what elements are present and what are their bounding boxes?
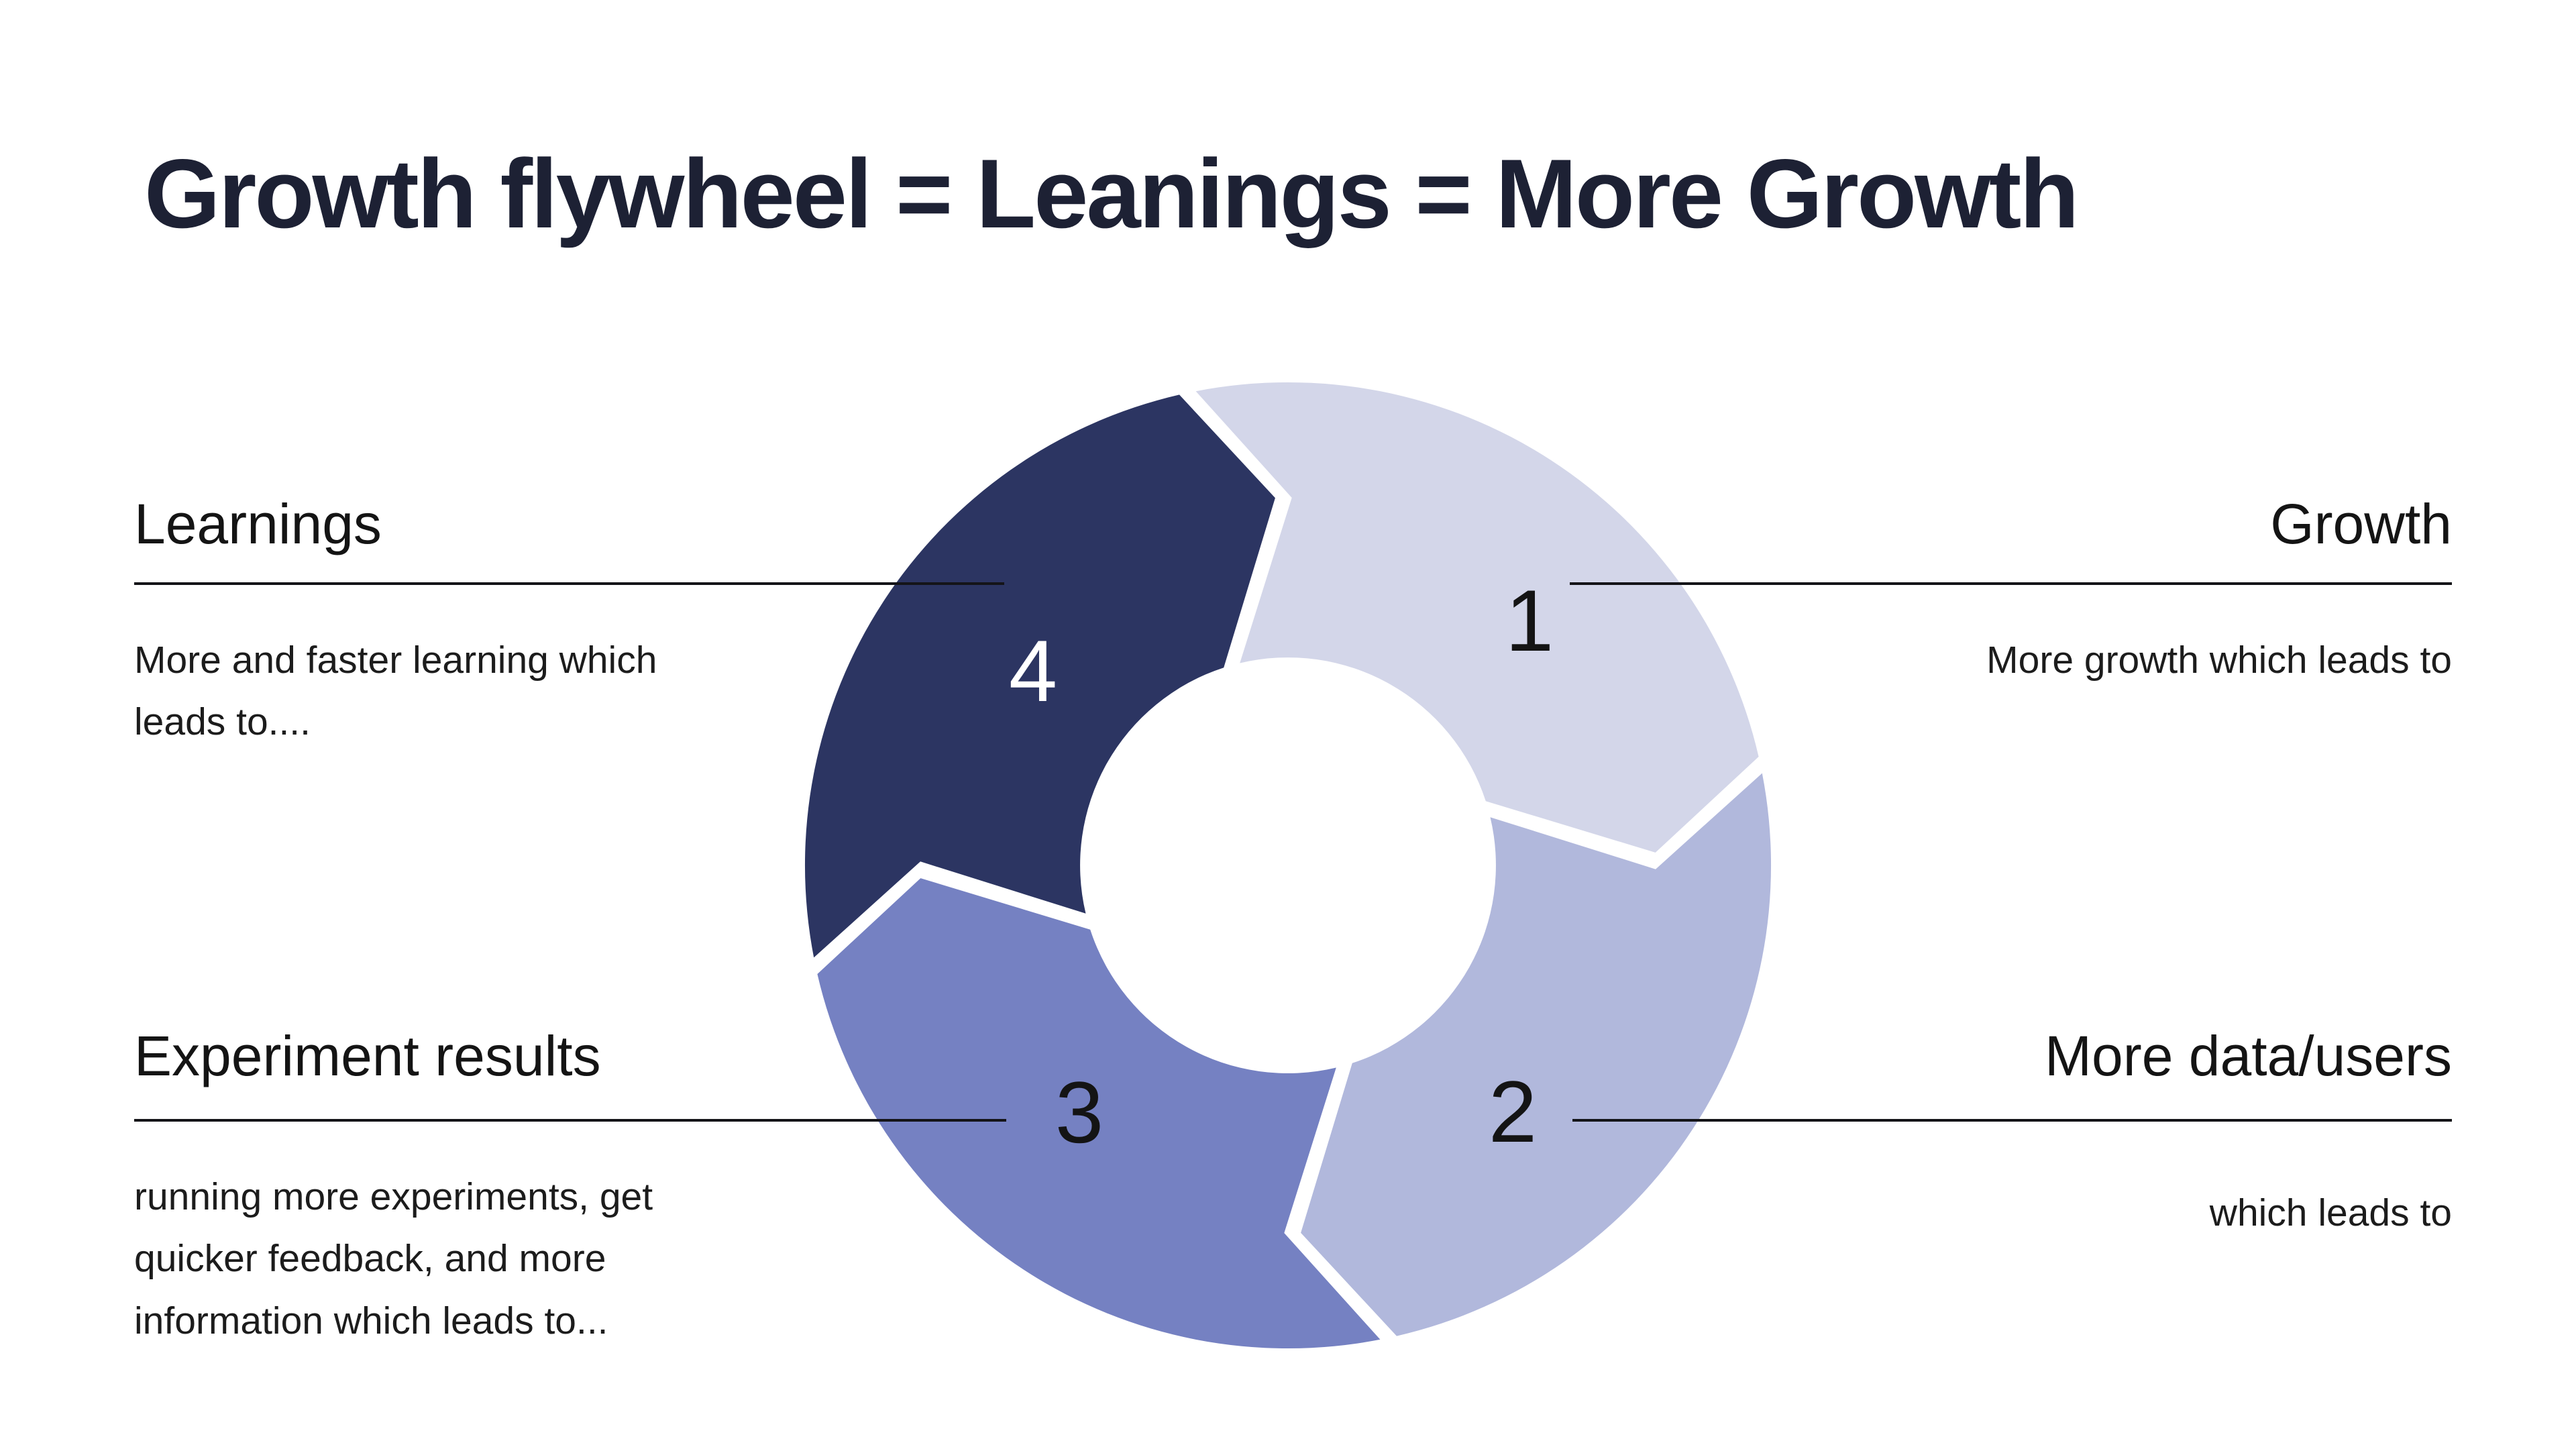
learnings-heading: Learnings <box>134 492 382 555</box>
segment-3-number: 3 <box>1055 1063 1104 1161</box>
growth-description: More growth which leads to <box>1986 639 2452 682</box>
slide-title: Growth flywheel = Leanings = More Growth <box>144 139 2080 248</box>
segment-2-arrow <box>1301 773 1772 1336</box>
experiment-results-heading: Experiment results <box>134 1024 601 1087</box>
segment-3-arrow <box>817 878 1381 1349</box>
experiment-results-connector-line <box>134 1119 1006 1122</box>
segment-1-number: 1 <box>1505 572 1554 669</box>
growth-connector-line <box>1570 582 2452 585</box>
experiment-results-description: running more experiments, get quicker fe… <box>134 1175 653 1342</box>
segment-4-number: 4 <box>1009 622 1057 720</box>
flywheel-diagram: 1 2 3 4 <box>804 382 1772 1349</box>
more-data-users-connector-line <box>1572 1119 2452 1122</box>
segment-2-number: 2 <box>1489 1063 1537 1161</box>
growth-heading: Growth <box>2270 492 2452 555</box>
segment-1-arrow <box>1195 382 1759 853</box>
more-data-users-heading: More data/users <box>2045 1024 2452 1087</box>
more-data-users-description: which leads to <box>2209 1191 2452 1234</box>
segment-4-arrow <box>804 394 1275 958</box>
learnings-description: More and faster learning which leads to.… <box>134 639 657 744</box>
learnings-connector-line <box>134 582 1004 585</box>
